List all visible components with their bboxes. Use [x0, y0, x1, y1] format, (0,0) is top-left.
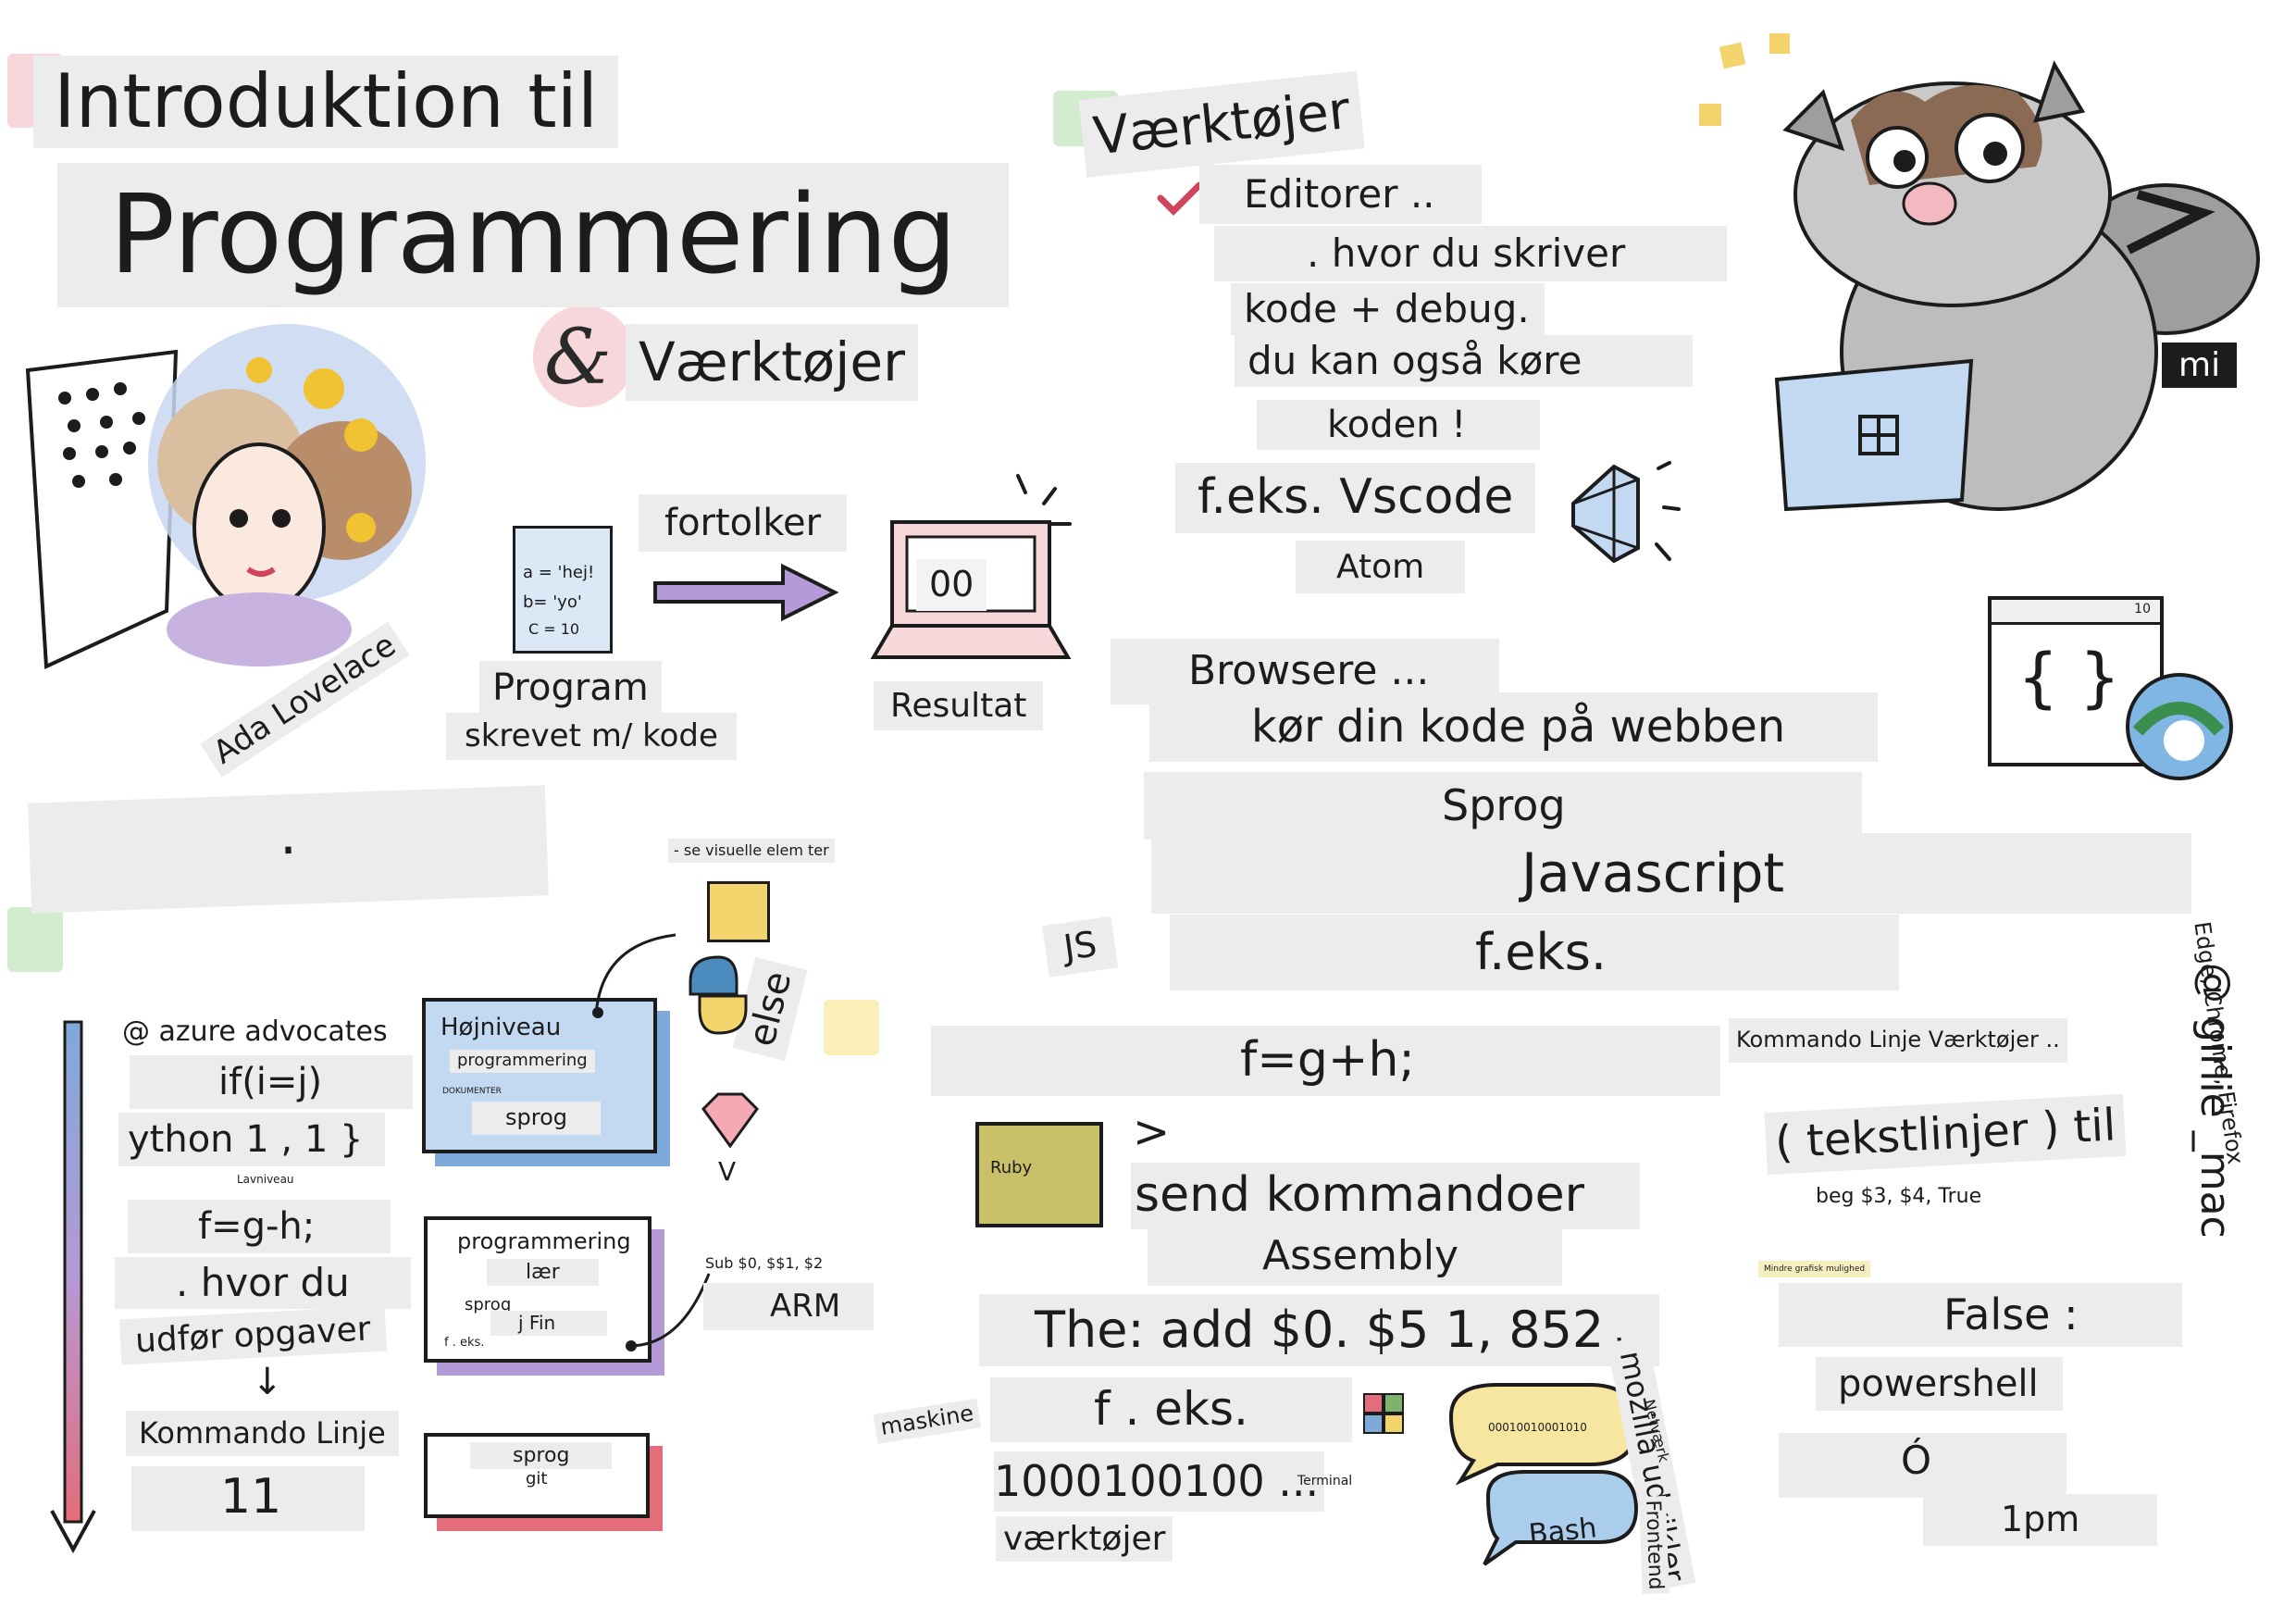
- azure-advocates: @ azure advocates: [122, 1015, 388, 1048]
- high-level-card: Højniveau programmering DOKUMENTER sprog: [422, 998, 657, 1153]
- title-line-3: Værktøjer: [626, 324, 918, 401]
- python-snippet: ython 1 , 1 }: [118, 1113, 386, 1166]
- bubble-binary: 00010010001010: [1488, 1421, 1587, 1434]
- assembly-instruction: The: add $0. $5 1, 852: [979, 1294, 1660, 1367]
- screen-value: 00: [916, 559, 987, 611]
- raccoon-badge: mi: [2162, 342, 2238, 389]
- python-logo-icon: [689, 955, 748, 1035]
- right-arrow-icon: [653, 563, 839, 622]
- learn-programming-card: programmering lær sproq j Fin f . eks.: [424, 1216, 652, 1363]
- page-title: Programmering: [57, 163, 1010, 307]
- card-subtitle: programmering: [450, 1050, 595, 1073]
- ampersand: &: [544, 314, 612, 402]
- tools-heading: Værktøjer: [1078, 70, 1365, 179]
- result-label: Resultat: [874, 681, 1044, 731]
- send-commands-label: send kommandoer: [1131, 1163, 1640, 1229]
- perform-tasks-label: udfør opgaver: [118, 1305, 387, 1365]
- assembly-label: Assembly: [1148, 1227, 1563, 1286]
- code-if-statement: if(i=j): [130, 1055, 414, 1109]
- ada-lovelace-illustration: [25, 324, 426, 670]
- editors-label: Editorer ..: [1199, 165, 1482, 225]
- raccoon-mascot-illustration: [1699, 33, 2260, 512]
- text-lines-label: ( tekstlinjer ) til: [1764, 1093, 2127, 1176]
- code-line: a = 'hej!: [523, 563, 595, 582]
- card2-line-3: sproq: [465, 1295, 512, 1314]
- ruby-gem-icon: [701, 1092, 759, 1149]
- title-line-1: Introduktion til: [33, 56, 619, 148]
- terminal-label: Terminal: [1297, 1474, 1353, 1488]
- sub-note: Sub $0, $$1, $2: [705, 1254, 824, 1272]
- edge-logo-icon: [2126, 673, 2233, 780]
- sparkle-icon: [1016, 474, 1072, 526]
- card-title: Højniveau: [441, 1014, 562, 1041]
- program-label: Program: [479, 661, 662, 715]
- card3-line-1: sprog: [470, 1442, 613, 1470]
- frontend-label: Frontend: [1638, 1496, 1669, 1595]
- low-level-note: Lavniveau: [237, 1173, 294, 1186]
- tools-label: værktøjer: [996, 1516, 1173, 1563]
- code-line: b= 'yo': [523, 592, 582, 612]
- curly-braces-icon: { }: [2017, 640, 2121, 716]
- o-label: Ó: [1779, 1433, 2067, 1499]
- git-card: sprog git: [424, 1433, 650, 1518]
- powershell-label: powershell: [1816, 1357, 2063, 1411]
- code-addition: f=g+h;: [931, 1026, 1720, 1096]
- editors-desc-2: kode + debug.: [1231, 283, 1545, 336]
- editors-desc-1: . hvor du skriver: [1214, 226, 1728, 282]
- false-label: False :: [1779, 1283, 2182, 1347]
- timeline-arrow: [50, 1020, 96, 1554]
- program-subtitle: skrevet m/ kode: [446, 713, 737, 761]
- beg-note: beg $3, $4, True: [1816, 1185, 1982, 1208]
- section-dot-label: .: [28, 785, 549, 914]
- green-wash: [7, 907, 63, 972]
- language-label: Sprog: [1144, 772, 1862, 840]
- vscode-icon: [1571, 461, 1681, 564]
- example-label: f.eks.: [1170, 915, 1900, 991]
- yellow-wash: [824, 1000, 879, 1055]
- down-arrow-icon: ↓: [252, 1361, 283, 1403]
- yellow-sticky-icon: [707, 881, 770, 942]
- cli-tools-heading: Kommando Linje Værktøjer ..: [1729, 1018, 2067, 1063]
- editors-desc-4: koden !: [1257, 400, 1541, 450]
- binary-code: 1000100100 ...: [994, 1451, 1325, 1512]
- card-lang: sprog: [472, 1102, 601, 1135]
- code-file: a = 'hej! b= 'yo' C = 10: [513, 526, 613, 654]
- ruby-label: Ruby: [990, 1158, 1033, 1177]
- editors-desc-3: du kan også køre: [1235, 335, 1694, 388]
- number-eleven: 11: [131, 1466, 366, 1531]
- less-graphic-note: Mindre grafisk mulighed: [1758, 1261, 1871, 1278]
- connector-line: [626, 1273, 711, 1351]
- card3-line-2: git: [526, 1469, 548, 1488]
- prompt-symbol: >: [1133, 1106, 1171, 1158]
- example-label-2: f . eks.: [990, 1377, 1352, 1442]
- pink-wash: [533, 305, 635, 407]
- card-tiny: DOKUMENTER: [442, 1087, 502, 1096]
- atom-label: Atom: [1296, 541, 1466, 594]
- card2-line-1: programmering: [457, 1228, 631, 1254]
- where-you-label: . hvor du: [115, 1257, 411, 1310]
- card2-line-2: lær: [487, 1259, 599, 1287]
- js-badge: JS: [1042, 915, 1119, 978]
- ruby-sticky: Ruby: [975, 1122, 1103, 1227]
- example-vscode: f.eks. Vscode: [1175, 463, 1536, 533]
- code-subtraction: f=g-h;: [128, 1200, 391, 1253]
- windows-logo-icon: [1363, 1393, 1404, 1434]
- connector-line: [592, 933, 676, 1018]
- machine-label: maskine: [873, 1398, 982, 1444]
- browser-window-number: 10: [2134, 602, 2151, 616]
- code-line: C = 10: [528, 620, 580, 638]
- visual-elements-note: - se visuelle elem ter: [668, 839, 835, 864]
- arm-label: ARM: [703, 1283, 875, 1331]
- card2-line-4: j Fin: [490, 1311, 608, 1336]
- card2-line-5: f . eks.: [444, 1336, 485, 1350]
- checkmark-icon: [1157, 181, 1203, 216]
- ruby-v-label: V: [718, 1156, 737, 1187]
- command-line-label: Kommando Linje: [126, 1411, 399, 1456]
- browsers-desc: kør din kode på webben: [1149, 692, 1879, 763]
- interpreter-label: fortolker: [639, 494, 848, 552]
- time-label: 1pm: [1923, 1494, 2158, 1546]
- javascript-label: Javascript: [1151, 833, 2192, 914]
